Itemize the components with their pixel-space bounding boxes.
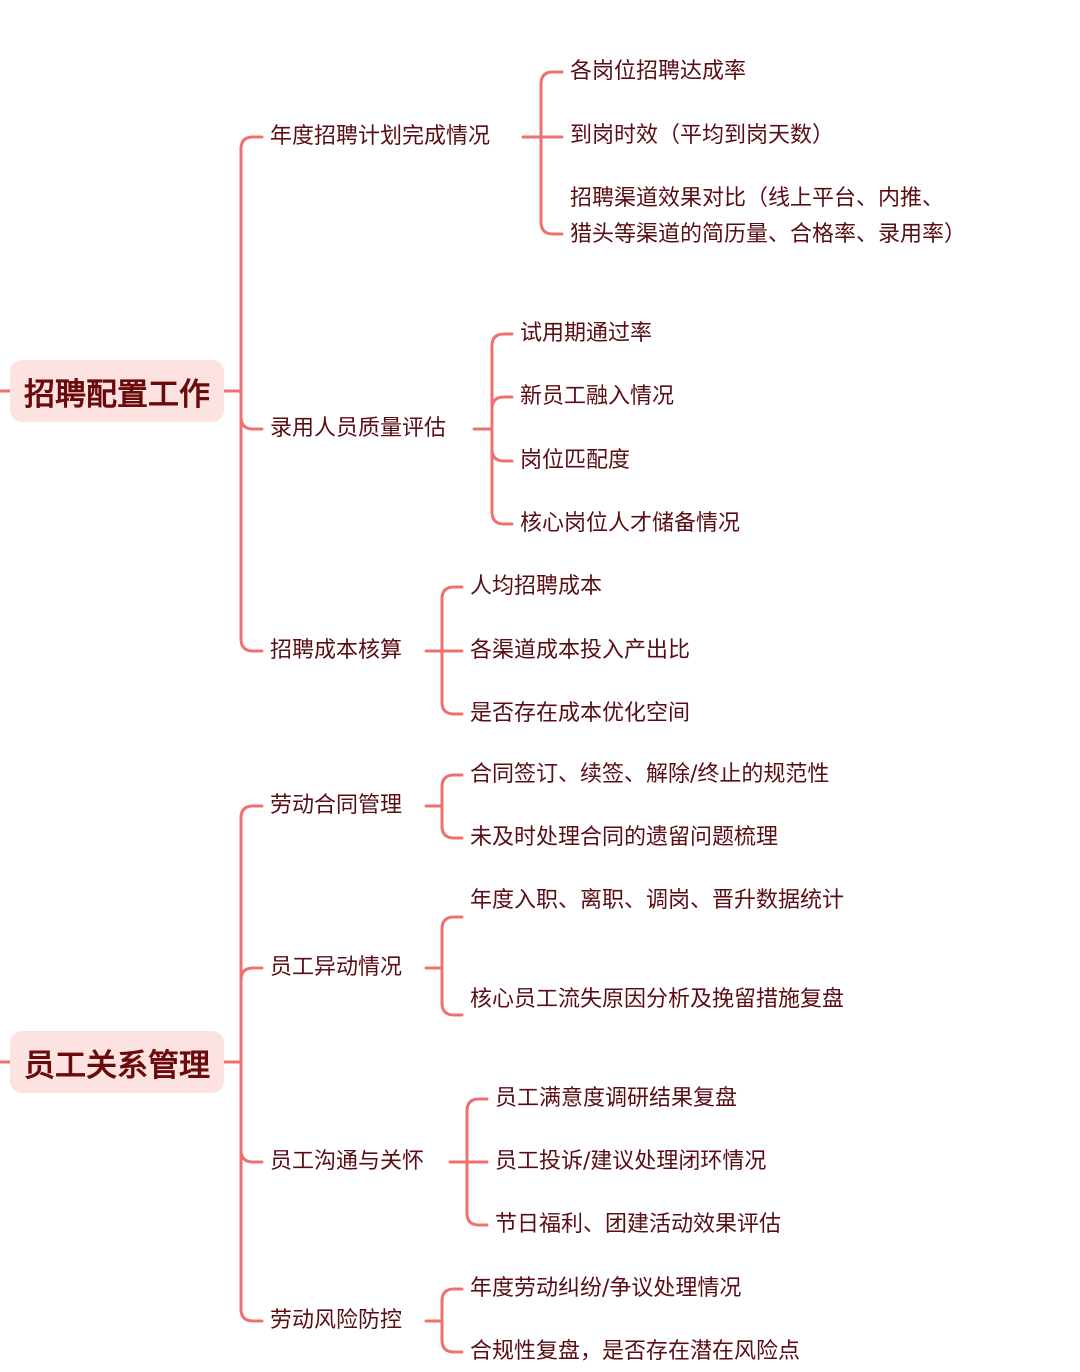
leaf-node[interactable]: 人均招聘成本 [470,574,603,599]
branch-node-annual-recruitment-plan[interactable]: 年度招聘计划完成情况 [270,119,490,155]
branch-node-labor-risk[interactable]: 劳动风险防控 [270,1303,402,1339]
leaf-node[interactable]: 招聘渠道效果对比（线上平台、内推、猎头等渠道的简历量、合格率、录用率） [570,186,967,247]
leaf-node[interactable]: 各渠道成本投入产出比 [470,638,691,663]
leaf-node[interactable]: 试用期通过率 [520,321,653,346]
branch-node-label: 员工异动情况 [270,955,403,980]
branch-node-label: 劳动风险防控 [270,1308,403,1333]
leaf-node[interactable]: 未及时处理合同的遗留问题梳理 [470,825,779,850]
leaf-node[interactable]: 各岗位招聘达成率 [570,59,747,84]
root-node-label: 员工关系管理 [24,1047,210,1084]
leaf-node[interactable]: 新员工融入情况 [520,384,675,409]
branch-node-labor-contract[interactable]: 劳动合同管理 [270,788,402,824]
leaf-node[interactable]: 年度入职、离职、调岗、晋升数据统计 [470,888,845,913]
leaf-node[interactable]: 核心岗位人才储备情况 [520,511,741,536]
branch-node-hire-quality[interactable]: 录用人员质量评估 [270,411,446,447]
leaf-node[interactable]: 节日福利、团建活动效果评估 [495,1212,782,1237]
leaf-node[interactable]: 员工满意度调研结果复盘 [495,1086,738,1111]
leaf-node[interactable]: 岗位匹配度 [520,448,631,473]
leaf-node[interactable]: 合规性复盘，是否存在潜在风险点 [470,1339,801,1364]
branch-node-label: 员工沟通与关怀 [270,1149,425,1174]
branch-node-recruitment-cost[interactable]: 招聘成本核算 [270,633,402,669]
branch-node-label: 劳动合同管理 [270,793,403,818]
leaf-node[interactable]: 员工投诉/建议处理闭环情况 [495,1149,767,1174]
branch-node-label: 年度招聘计划完成情况 [270,124,491,149]
leaf-node[interactable]: 合同签订、续签、解除/终止的规范性 [470,762,830,787]
root-node-label: 招聘配置工作 [24,376,210,413]
root-node-employee-relations[interactable]: 员工关系管理 [10,1031,224,1093]
branch-node-label: 招聘成本核算 [270,638,403,663]
leaf-node[interactable]: 年度劳动纠纷/争议处理情况 [470,1276,742,1301]
branch-node-label: 录用人员质量评估 [270,416,447,441]
leaf-node[interactable]: 到岗时效（平均到岗天数） [570,123,835,148]
leaf-node[interactable]: 核心员工流失原因分析及挽留措施复盘 [470,987,845,1012]
branch-node-communication-care[interactable]: 员工沟通与关怀 [270,1144,424,1180]
leaf-node[interactable]: 是否存在成本优化空间 [470,701,691,726]
branch-node-employee-changes[interactable]: 员工异动情况 [270,950,402,986]
root-node-recruitment[interactable]: 招聘配置工作 [10,360,224,422]
